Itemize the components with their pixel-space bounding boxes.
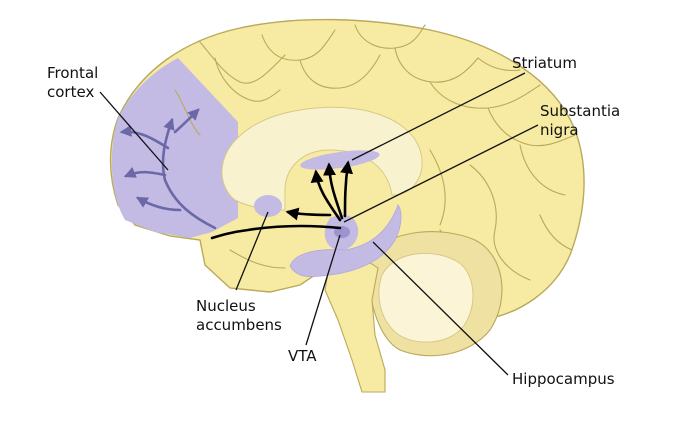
label-frontal-cortex-line1: Frontal — [47, 64, 98, 82]
label-substantia-nigra-line1: Substantia — [540, 102, 620, 120]
striatum-region — [300, 150, 380, 170]
label-substantia-nigra-line2: nigra — [540, 121, 579, 139]
label-vta: VTA — [288, 347, 317, 365]
leader-lines — [99, 72, 539, 376]
corpus-callosum — [221, 106, 423, 211]
brainstem — [324, 257, 386, 393]
label-striatum: Striatum — [512, 54, 577, 72]
frontal-pathway — [119, 108, 217, 230]
cerebellum-inner — [378, 252, 474, 343]
dopamine-pathways — [210, 160, 354, 240]
label-frontal-cortex-line2: cortex — [47, 83, 94, 101]
label-hippocampus: Hippocampus — [512, 370, 615, 388]
label-nucleus-accumbens-line2: accumbens — [196, 316, 282, 334]
frontal-cortex-region — [111, 58, 238, 238]
nucleus-accumbens-region — [254, 195, 282, 217]
label-nucleus-accumbens-line1: Nucleus — [196, 297, 256, 315]
cortical-folds — [174, 24, 576, 281]
